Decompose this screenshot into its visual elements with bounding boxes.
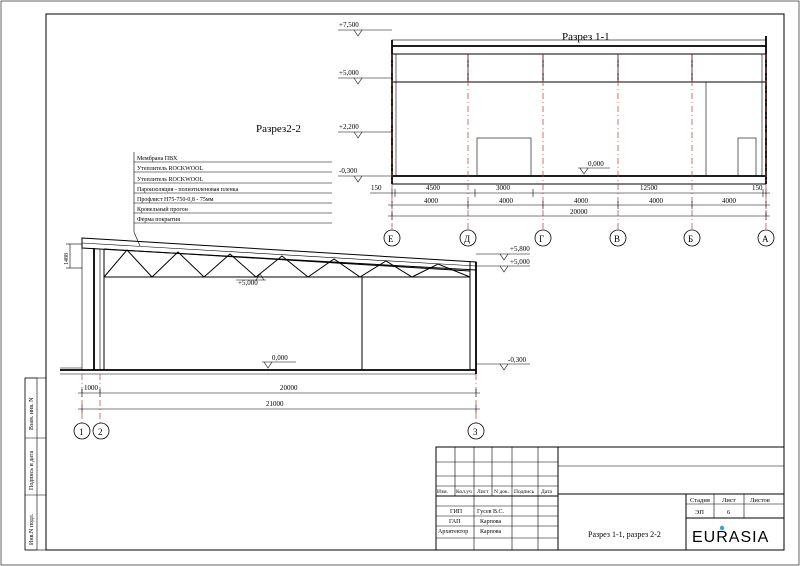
role-label: ГИП <box>450 509 463 515</box>
axis-bubbles: 1 2 3 <box>73 422 485 440</box>
sheet-title: Разрез 1-1, разрез 2-2 <box>588 530 661 539</box>
layer-label: Мембрана ПВХ <box>137 155 178 162</box>
dimension-row: 1000 20000 <box>78 384 480 397</box>
dimension-value: 3000 <box>496 184 511 192</box>
dimension-value: 150 <box>752 184 763 192</box>
side-stamp-label: Взам. инв. N <box>29 397 35 430</box>
axis-label: Е <box>388 234 394 244</box>
level-mark: -0,300 <box>339 167 358 175</box>
roof-truss <box>103 248 471 278</box>
role-label: Архитектор <box>438 529 468 535</box>
dimension-value: 1488 <box>64 253 70 265</box>
stage-header: Листов <box>750 497 770 504</box>
layer-label: Профлист Н75-750-0,8 - 75мм <box>137 196 214 203</box>
dimension-value: 1000 <box>84 384 99 392</box>
title-block-header: Изм. <box>437 489 449 495</box>
side-stamp-label: Инв.N подл. <box>29 513 35 545</box>
dimension-row-2: 4000 4000 4000 4000 4000 <box>388 197 770 209</box>
axis-label: 3 <box>473 427 478 437</box>
gate-opening <box>476 137 532 177</box>
inner-level-mark: +5,000 <box>236 273 266 287</box>
axis-label: 2 <box>98 427 103 437</box>
dimension-value: 21000 <box>266 400 284 408</box>
layer-label: Утеплитель ROCKWOOL <box>137 166 203 172</box>
layer-label: Кровельный прогон <box>137 206 189 213</box>
dimension-total: 21000 <box>78 400 480 413</box>
stage-value: ЭП <box>695 509 704 516</box>
dimension-value: 150 <box>371 184 382 192</box>
dimension-value: 4000 <box>649 197 664 205</box>
dimension-row-1: 150 4500 3000 12500 150 <box>370 184 770 197</box>
person-name: Карпова <box>480 519 502 525</box>
person-name: Карпова <box>480 529 502 535</box>
axis-bubbles: Е Д Г В Б А <box>383 229 775 247</box>
dimension-value: 12500 <box>640 184 658 192</box>
axis-label: 1 <box>79 427 84 437</box>
stage-header: Лист <box>722 497 736 504</box>
axis-label: А <box>762 234 769 244</box>
title-block-header: Дата <box>541 489 553 495</box>
layer-label: Пароизоляция - полиэтиленовая пленка <box>137 187 239 193</box>
dimension-value: 4000 <box>424 197 439 205</box>
axis-label: Г <box>539 234 544 244</box>
roof-layers-legend: Мембрана ПВХ Утеплитель ROCKWOOL Утеплит… <box>133 152 332 247</box>
title-block: Изм. Кол.уч Лист N док. Подпись Дата ГИП… <box>435 446 785 551</box>
dimension-total: 20000 <box>388 208 770 220</box>
level-mark: -0,300 <box>508 356 527 364</box>
side-stamp: Взам. инв. N Подпись и дата Инв.N подл. <box>24 377 47 551</box>
logo-dot <box>719 525 725 531</box>
dimension-value: 4500 <box>426 184 441 192</box>
dimension-left: 1488 <box>64 243 82 269</box>
door-opening <box>737 137 757 177</box>
level-mark: +5,000 <box>238 279 258 287</box>
title-block-header: N док. <box>494 489 510 495</box>
level-mark: +7,500 <box>339 21 359 29</box>
stage-header: Стадия <box>690 497 710 504</box>
level-mark: +2,200 <box>339 123 359 131</box>
floor-mark: 0,000 <box>578 160 610 175</box>
level-marks: +5,800 +5,000 -0,300 <box>476 245 530 371</box>
side-stamp-label: Подпись и дата <box>29 450 35 490</box>
floor-level: 0,000 <box>272 354 288 362</box>
dimension-value: 4000 <box>722 197 737 205</box>
layer-label: Ферма покрытия <box>137 217 180 223</box>
section-title: Разрез 1-1 <box>562 31 610 43</box>
person-name: Гусев В.С. <box>477 509 504 515</box>
layer-label: Утеплитель ROCKWOOL <box>137 177 203 183</box>
floor-level: 0,000 <box>588 160 604 168</box>
section-1-1: Разрез 1-1 +7,500 +5,000 +2,200 -0,300 <box>338 21 775 247</box>
level-mark: +5,000 <box>339 69 359 77</box>
title-block-header: Лист <box>477 489 489 495</box>
dimension-value: 20000 <box>280 384 298 392</box>
section-title: Разрез2-2 <box>256 123 301 135</box>
level-marks: +7,500 +5,000 +2,200 -0,300 <box>338 21 392 183</box>
level-mark: +5,800 <box>510 245 530 253</box>
axis-label: Д <box>464 234 470 244</box>
dimension-value: 4000 <box>574 197 589 205</box>
inner-frame <box>45 13 785 551</box>
floor-mark: 0,000 <box>262 354 296 369</box>
axis-label: Б <box>688 234 693 244</box>
level-mark: +5,000 <box>510 258 530 266</box>
axis-label: В <box>614 234 620 244</box>
company-logo: EURASIA <box>692 529 769 546</box>
title-block-header: Подпись <box>514 489 535 495</box>
section-2-2: Разрез2-2 Мембрана ПВХ Утеплитель ROCKWO… <box>60 123 530 440</box>
dimension-value: 4000 <box>499 197 514 205</box>
title-block-header: Кол.уч <box>456 489 472 495</box>
stage-value: 6 <box>727 509 731 516</box>
dimension-value: 20000 <box>570 208 588 216</box>
role-label: ГАП <box>449 519 461 525</box>
